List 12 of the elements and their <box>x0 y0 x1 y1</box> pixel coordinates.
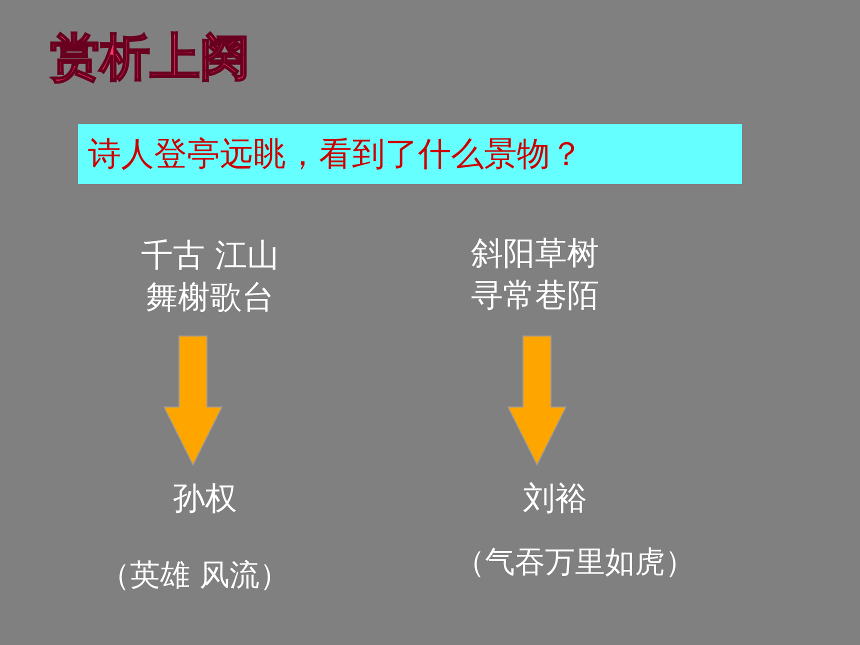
question-box: 诗人登亭远眺，看到了什么景物？ <box>78 124 742 184</box>
scene-text: 寻常巷陌 <box>471 275 599 316</box>
scene-text: 千古 江山 <box>140 235 280 276</box>
note-text: （气吞万里如虎） <box>455 544 695 582</box>
block-arrow <box>163 336 223 466</box>
scene-text: 舞榭歌台 <box>146 277 274 318</box>
slide-title: 赏析上阕 <box>50 27 250 88</box>
note-text: （英雄 风流） <box>100 557 290 595</box>
scene-text: 刘裕 <box>523 478 587 518</box>
scene-text: 斜阳草树 <box>471 233 599 274</box>
scene-text: 孙权 <box>173 478 237 518</box>
block-arrow <box>507 336 567 466</box>
